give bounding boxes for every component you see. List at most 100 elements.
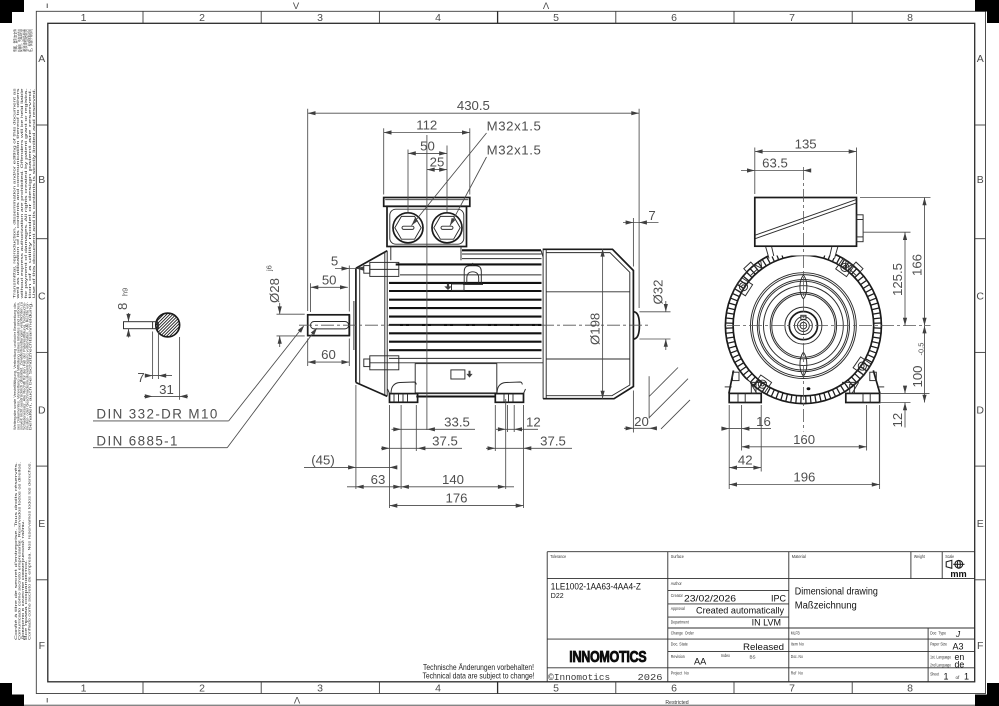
svg-text:3: 3 (317, 682, 323, 694)
svg-text:7: 7 (789, 12, 795, 24)
svg-text:Доверено в качестве коммерческ: Доверено в качестве коммерческой тайны. (21, 520, 25, 640)
svg-text:BS: BS (750, 654, 756, 659)
svg-text:E: E (977, 518, 984, 530)
svg-text:196: 196 (793, 470, 815, 485)
svg-text:soweit nicht ausdrücklich gest: soweit nicht ausdrücklich gestattet. Zuw… (19, 302, 23, 430)
svg-text:Approval: Approval (671, 606, 685, 611)
svg-text:Λ: Λ (294, 696, 301, 706)
svg-text:Use of this document and its c: Use of this document and its contents is… (31, 89, 36, 299)
svg-text:135: 135 (795, 137, 817, 152)
svg-text:Doc. State: Doc. State (671, 641, 688, 646)
svg-text:6: 6 (671, 12, 677, 24)
svg-text:Λ: Λ (543, 1, 550, 12)
svg-text:Material: Material (792, 554, 806, 559)
svg-text:31: 31 (159, 382, 174, 397)
svg-text:(45): (45) (311, 452, 334, 467)
svg-text:A3: A3 (953, 641, 964, 651)
svg-text:MLFB: MLFB (791, 630, 800, 635)
svg-text:5: 5 (553, 682, 559, 694)
svg-text:Schadenersatz. Alle Rechte für: Schadenersatz. Alle Rechte für den Fall … (23, 301, 27, 430)
svg-text:of: of (956, 675, 961, 680)
svg-text:DIN 332-DR M10: DIN 332-DR M10 (96, 407, 218, 422)
svg-text:Project No: Project No (671, 670, 689, 675)
svg-text:Doc Type: Doc Type (930, 630, 946, 635)
svg-text:F: F (977, 640, 983, 652)
svg-text:传阅、复制本文件: 传阅、复制本文件 (12, 29, 19, 52)
svg-text:176: 176 (445, 491, 467, 506)
svg-text:7: 7 (789, 682, 795, 694)
svg-text:8: 8 (115, 303, 130, 310)
svg-text:AA: AA (694, 656, 707, 666)
svg-text:Ø28: Ø28 (267, 278, 282, 303)
svg-text:7: 7 (648, 208, 655, 223)
svg-text:1: 1 (964, 671, 969, 681)
svg-text:Dimensional drawing: Dimensional drawing (795, 586, 878, 597)
svg-text:63: 63 (371, 472, 386, 487)
svg-text:1: 1 (943, 671, 948, 681)
svg-text:42: 42 (738, 453, 753, 468)
svg-text:IN LVM: IN LVM (752, 618, 781, 628)
svg-text:1: 1 (81, 682, 87, 694)
svg-text:Confiado como secreto de empre: Confiado como secreto de empresa. Nos re… (28, 462, 32, 640)
svg-text:-0.5: -0.5 (917, 343, 926, 356)
svg-text:1: 1 (81, 12, 87, 24)
svg-text:4: 4 (435, 682, 441, 694)
svg-text:2: 2 (199, 682, 205, 694)
svg-text:1LE1002-1AA63-4AA4-Z: 1LE1002-1AA63-4AA4-Z (551, 581, 641, 592)
svg-text:3: 3 (317, 12, 323, 24)
svg-text:12: 12 (890, 413, 905, 428)
svg-text:Surface: Surface (671, 554, 684, 559)
svg-text:2nd Language: 2nd Language (930, 663, 951, 668)
svg-text:IPC: IPC (771, 593, 787, 603)
svg-text:Index: Index (721, 653, 731, 658)
svg-text:ses Dokumentes, Verwertung und: ses Dokumentes, Verwertung und Mitteilun… (16, 302, 20, 430)
svg-text:j6: j6 (265, 265, 274, 272)
svg-text:Creator: Creator (671, 593, 683, 598)
svg-text:Change Order: Change Order (671, 630, 694, 635)
svg-text:5: 5 (553, 12, 559, 24)
svg-text:16: 16 (756, 414, 771, 429)
svg-text:V: V (293, 1, 300, 12)
svg-text:Revision: Revision (671, 654, 685, 659)
svg-text:Ø32: Ø32 (651, 280, 666, 305)
svg-text:及利用、告知其内容: 及利用、告知其内容 (17, 29, 24, 52)
svg-text:430.5: 430.5 (457, 98, 490, 113)
svg-text:E: E (38, 518, 45, 530)
svg-text:Comunicado como secreto empres: Comunicado como secreto empresarial. Res… (17, 462, 21, 640)
svg-text:1st. Language: 1st. Language (930, 654, 951, 659)
svg-text:33.5: 33.5 (444, 414, 470, 429)
svg-text:160: 160 (793, 432, 815, 447)
svg-text:Technische Änderungen vorbehal: Technische Änderungen vorbehalten! (423, 662, 534, 672)
svg-text:140: 140 (442, 472, 464, 487)
svg-text:M32x1.5: M32x1.5 (487, 143, 542, 158)
svg-text:Author: Author (671, 581, 682, 586)
svg-text:for payment of damages. All ri: for payment of damages. All rights creat… (23, 87, 28, 298)
svg-text:20: 20 (634, 414, 649, 429)
svg-text:者须承担赔偿责: 者须承担赔偿责 (22, 29, 29, 52)
svg-text:B: B (977, 174, 984, 186)
svg-text:Weitergabe sowie Vervielfältig: Weitergabe sowie Vervielfältigung, Verbr… (13, 301, 17, 430)
svg-text:Restricted: Restricted (665, 700, 688, 706)
svg-text:INNOMOTICS: INNOMOTICS (569, 649, 646, 666)
svg-text:Ref No: Ref No (791, 670, 803, 675)
svg-text:166: 166 (910, 254, 925, 276)
svg-text:tion of a utility model or des: tion of a utility model or design patent… (27, 89, 32, 299)
svg-text:h9: h9 (121, 288, 130, 296)
svg-text:Technical data are subject to: Technical data are subject to change! (423, 671, 535, 680)
svg-text:100: 100 (910, 365, 925, 387)
svg-text:D: D (38, 404, 46, 416)
svg-text:50: 50 (322, 272, 337, 287)
svg-text:D22: D22 (551, 593, 564, 600)
svg-text:mm: mm (950, 569, 966, 579)
svg-text:Weight: Weight (914, 554, 926, 559)
svg-text:37.5: 37.5 (540, 433, 566, 448)
svg-text:2: 2 (199, 12, 205, 24)
svg-text:Confié à titre de secret d'ent: Confié à titre de secret d'entreprise. T… (14, 462, 18, 640)
svg-text:37.5: 37.5 (432, 433, 458, 448)
svg-text:23/02/2026: 23/02/2026 (684, 593, 736, 603)
svg-text:8: 8 (907, 12, 913, 24)
svg-text:©Innomotics: ©Innomotics (548, 672, 610, 683)
svg-text:50: 50 (420, 139, 435, 154)
svg-text:muster- oder Geschmacksmustere: muster- oder Geschmacksmustereintragung … (26, 301, 30, 430)
svg-text:4: 4 (435, 12, 441, 24)
